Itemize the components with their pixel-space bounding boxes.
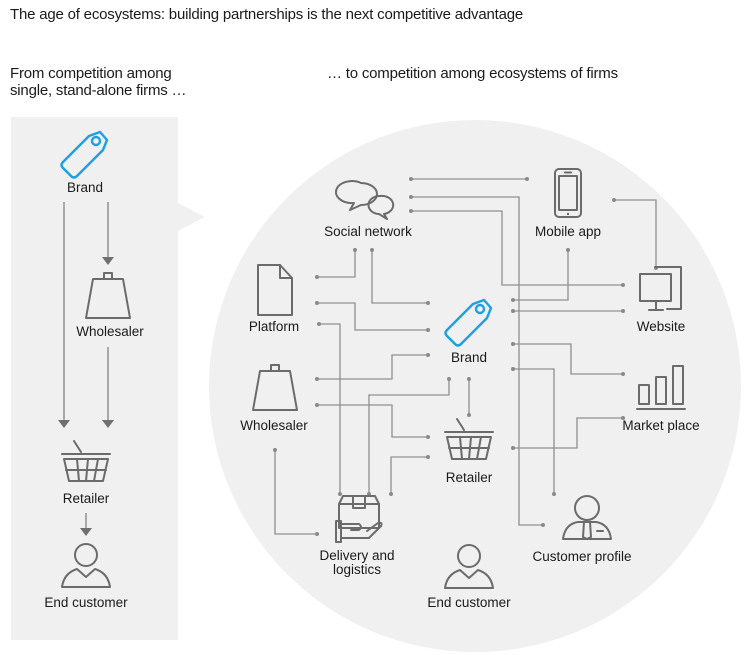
connector-social-platform bbox=[317, 250, 356, 278]
left-heading-line2: single, stand-alone firms … bbox=[10, 82, 187, 99]
connector-endpoint-dot bbox=[566, 248, 570, 252]
connector-retailer-marketplace bbox=[513, 417, 623, 449]
connector-endpoint-dot bbox=[511, 446, 515, 450]
customer-profile-label: Customer profile bbox=[532, 549, 631, 564]
smartphone-icon bbox=[554, 168, 582, 218]
connector-endpoints bbox=[273, 177, 658, 536]
arrow-head bbox=[102, 257, 114, 265]
connector-wholesaler-retailer bbox=[317, 404, 428, 438]
price-tag-icon bbox=[444, 298, 493, 347]
weight-icon bbox=[252, 364, 298, 411]
speech-bubbles-icon bbox=[335, 180, 395, 220]
connector-endpoint-dot bbox=[426, 353, 430, 357]
end-customer-label: End customer bbox=[427, 595, 511, 610]
bar-chart-icon bbox=[636, 365, 686, 410]
mobile-app-label: Mobile app bbox=[535, 224, 601, 239]
connector-endpoint-dot bbox=[621, 283, 625, 287]
delivery-label-line1: Delivery and bbox=[319, 548, 394, 563]
circle-background bbox=[209, 120, 741, 652]
connector-endpoint-dot bbox=[612, 198, 616, 202]
connector-endpoint-dot bbox=[426, 455, 430, 459]
infographic-title: The age of ecosystems: building partners… bbox=[10, 6, 524, 23]
left-wholesaler-label: Wholesaler bbox=[76, 324, 144, 339]
connector-endpoint-dot bbox=[370, 248, 374, 252]
monitor-icon bbox=[639, 266, 682, 311]
brand-label: Brand bbox=[451, 350, 487, 365]
person-icon bbox=[61, 543, 111, 588]
connector-endpoint-dot bbox=[315, 532, 319, 536]
arrow-head bbox=[80, 528, 92, 536]
connector-wholesaler-brand bbox=[317, 354, 428, 380]
connector-endpoint-dot bbox=[621, 309, 625, 313]
left-panel-background bbox=[11, 117, 178, 640]
weight-icon bbox=[85, 272, 131, 319]
connector-brand-delivery bbox=[368, 379, 450, 494]
connector-endpoint-dot bbox=[317, 322, 321, 326]
connector-endpoint-dot bbox=[409, 195, 413, 199]
connector-endpoint-dot bbox=[525, 177, 529, 181]
connector-platform-brand bbox=[317, 302, 428, 331]
person-icon bbox=[444, 544, 494, 589]
connectors bbox=[274, 178, 657, 535]
connector-endpoint-dot bbox=[389, 492, 393, 496]
connector-endpoint-dot bbox=[511, 342, 515, 346]
shopping-basket-icon bbox=[444, 418, 494, 460]
left-panel-heading: From competition among single, stand-alo… bbox=[10, 65, 187, 99]
shopping-basket-icon bbox=[61, 440, 111, 482]
retailer-label: Retailer bbox=[446, 470, 493, 485]
left-heading-line1: From competition among bbox=[10, 65, 172, 82]
price-tag-icon bbox=[60, 130, 109, 179]
connector-social-website bbox=[411, 210, 623, 286]
package-in-hand-icon bbox=[335, 495, 383, 543]
right-panel-heading: … to competition among ecosystems of fir… bbox=[327, 65, 618, 82]
wholesaler-label: Wholesaler bbox=[240, 418, 308, 433]
connector-brand-customer-profile bbox=[513, 368, 555, 494]
connector-mobile-website bbox=[614, 199, 657, 268]
connector-endpoint-dot bbox=[353, 248, 357, 252]
connector-endpoint-dot bbox=[426, 435, 430, 439]
connector-social-brand bbox=[371, 250, 428, 304]
connector-endpoint-dot bbox=[426, 328, 430, 332]
delivery-label-line2: logistics bbox=[333, 562, 381, 577]
connector-endpoint-dot bbox=[273, 448, 277, 452]
connector-endpoint-dot bbox=[552, 492, 556, 496]
connector-endpoint-dot bbox=[315, 301, 319, 305]
connector-endpoint-dot bbox=[467, 413, 471, 417]
connector-endpoint-dot bbox=[315, 403, 319, 407]
connector-endpoint-dot bbox=[621, 416, 625, 420]
connector-brand-marketplace bbox=[513, 343, 623, 375]
left-brand-label: Brand bbox=[67, 180, 103, 195]
connector-social-customer-profile bbox=[411, 196, 543, 526]
connector-wholesaler-delivery bbox=[274, 450, 317, 535]
connector-endpoint-dot bbox=[467, 377, 471, 381]
connector-endpoint-dot bbox=[409, 177, 413, 181]
connector-mobile-brand bbox=[513, 250, 569, 301]
connector-endpoint-dot bbox=[426, 301, 430, 305]
connector-endpoint-dot bbox=[541, 523, 545, 527]
connector-endpoint-dot bbox=[511, 309, 515, 313]
left-panel: Brand Wholesaler Retailer bbox=[11, 117, 205, 640]
left-end-customer-label: End customer bbox=[44, 595, 128, 610]
connector-endpoint-dot bbox=[621, 372, 625, 376]
platform-label: Platform bbox=[249, 319, 299, 334]
connector-endpoint-dot bbox=[447, 377, 451, 381]
connector-endpoint-dot bbox=[315, 275, 319, 279]
social-network-label: Social network bbox=[324, 224, 412, 239]
ecosystem-circle: Social network Mobile app Platform Websi… bbox=[209, 120, 741, 652]
connector-retailer-delivery bbox=[390, 456, 428, 494]
website-label: Website bbox=[637, 319, 686, 334]
document-icon bbox=[257, 264, 293, 316]
businessperson-icon bbox=[562, 495, 612, 540]
left-retailer-label: Retailer bbox=[63, 491, 110, 506]
connector-endpoint-dot bbox=[511, 367, 515, 371]
arrow-head bbox=[102, 420, 114, 428]
connector-endpoint-dot bbox=[409, 209, 413, 213]
arrow-head bbox=[58, 420, 70, 428]
connector-endpoint-dot bbox=[511, 298, 515, 302]
connector-endpoint-dot bbox=[315, 377, 319, 381]
connector-platform-delivery bbox=[319, 323, 341, 494]
pointer-triangle bbox=[178, 203, 205, 231]
market-place-label: Market place bbox=[622, 418, 699, 433]
connector-endpoint-dot bbox=[338, 492, 342, 496]
